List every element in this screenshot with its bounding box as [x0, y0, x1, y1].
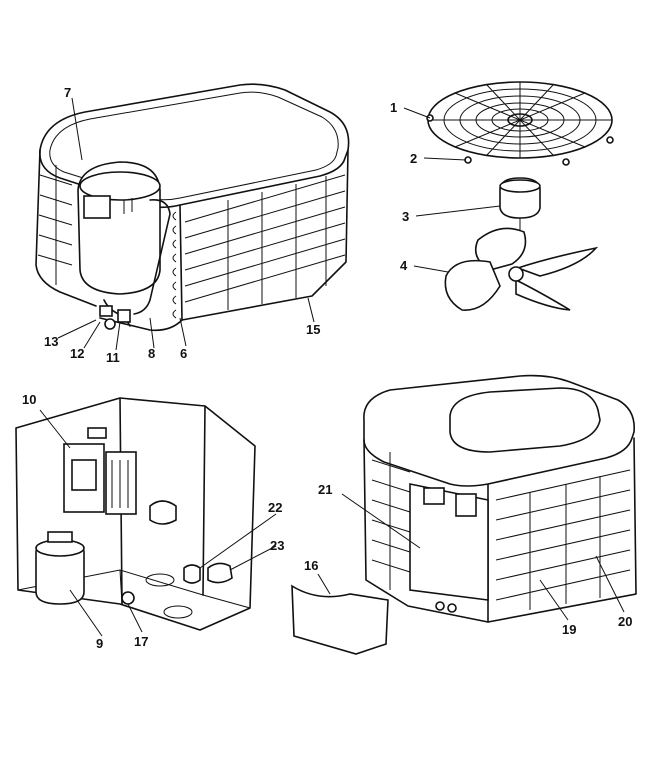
- callout-10: 10: [22, 392, 36, 407]
- callout-22: 22: [268, 500, 282, 515]
- callout-6: 6: [180, 346, 187, 361]
- callout-15: 15: [306, 322, 320, 337]
- callout-16: 16: [304, 558, 318, 573]
- callout-19: 19: [562, 622, 576, 637]
- callout-1: 1: [390, 100, 397, 115]
- callout-21: 21: [318, 482, 332, 497]
- condensing-unit-base-icon: [35, 83, 350, 332]
- leader-lines: [39, 97, 625, 637]
- callout-13: 13: [44, 334, 58, 349]
- callout-4: 4: [400, 258, 408, 273]
- callout-20: 20: [618, 614, 632, 629]
- callout-17: 17: [134, 634, 148, 649]
- callout-7: 7: [64, 85, 71, 100]
- callout-2: 2: [410, 151, 417, 166]
- condensing-unit-assembled-icon: [363, 374, 637, 623]
- fan-guard-motor-blade-icon: [426, 81, 614, 311]
- access-panel-icon: [291, 584, 389, 655]
- callout-8: 8: [148, 346, 155, 361]
- callout-9: 9: [96, 636, 103, 651]
- callout-11: 11: [106, 350, 120, 365]
- callout-12: 12: [70, 346, 84, 361]
- callout-23: 23: [270, 538, 284, 553]
- callout-3: 3: [402, 209, 409, 224]
- control-box-icon: [15, 397, 256, 631]
